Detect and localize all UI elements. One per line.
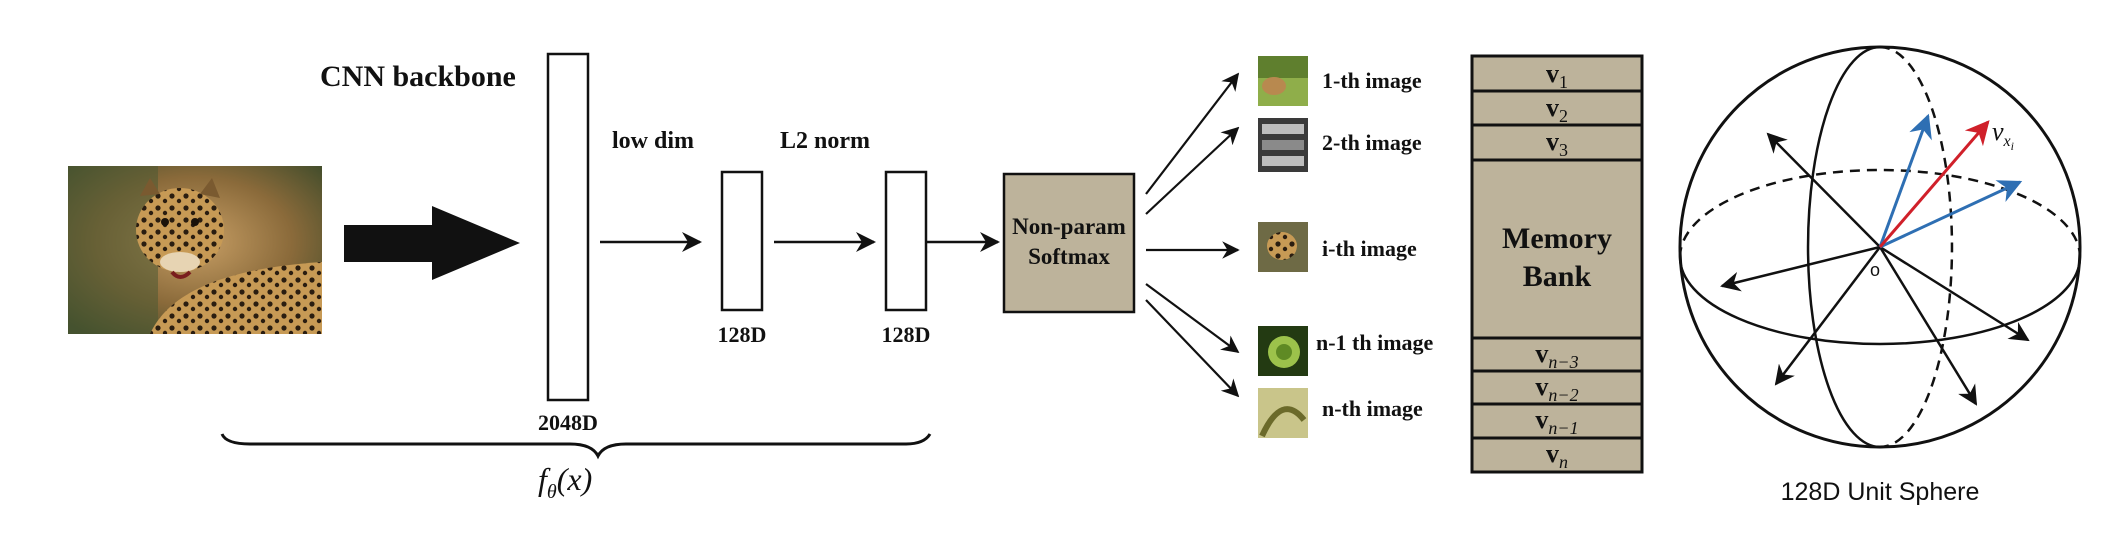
low-dim-label: low dim [612, 128, 694, 154]
memory-slot-n-3: vn−3 [1535, 339, 1578, 372]
thumbnail-i [1258, 222, 1308, 272]
sphere-vector-blue-up [1878, 113, 1932, 248]
unit-sphere: o vxi [1678, 45, 2082, 449]
memory-slot-n-1: vn−1 [1535, 405, 1578, 438]
arrow-to-image-n-1 [1145, 283, 1240, 354]
backbone-feature-box [546, 52, 590, 402]
function-brace [220, 433, 932, 460]
arrow-to-image-1 [1145, 72, 1240, 195]
thumbnail-n [1258, 388, 1308, 438]
sphere-meridian-front [1806, 45, 1881, 449]
cnn-backbone-title: CNN backbone [320, 60, 516, 93]
sphere-origin-label: o [1870, 260, 1880, 280]
l2-norm-dim-label: 128D [882, 322, 931, 347]
memory-slot-3: v3 [1546, 127, 1568, 160]
softmax-label-line1: Non-param [1012, 214, 1126, 239]
output-label-n-1: n-1 th image [1316, 330, 1434, 355]
output-thumbnails [1258, 56, 1308, 438]
output-label-1: 1-th image [1322, 68, 1422, 93]
l2-norm-box [884, 170, 928, 312]
function-label: fθ(x) [538, 461, 592, 503]
memory-slot-n-2: vn−2 [1535, 372, 1578, 405]
sphere-vector-down [1878, 246, 1978, 406]
sphere-vector-downleft [1774, 246, 1881, 386]
big-arrow [344, 206, 520, 280]
l2-norm-label: L2 norm [780, 128, 870, 154]
softmax-box [1002, 172, 1136, 314]
low-dim-box [720, 170, 764, 312]
softmax-output-arrows [1145, 72, 1240, 398]
sphere-meridian-back [1879, 45, 1954, 449]
sphere-equator-front [1678, 256, 2082, 346]
output-label-2: 2-th image [1322, 130, 1422, 155]
memory-slot-n: vn [1546, 439, 1568, 472]
sphere-vector-left [1720, 245, 1881, 292]
thumbnail-2 [1258, 118, 1308, 172]
memory-slot-1: v1 [1546, 59, 1568, 92]
thumbnail-1 [1258, 56, 1308, 106]
sphere-vector-label: vxi [1992, 117, 2014, 153]
function-label-sub: θ [547, 481, 557, 503]
arrow-to-image-2 [1145, 126, 1240, 215]
output-label-i: i-th image [1322, 236, 1417, 261]
memory-slot-2: v2 [1546, 93, 1568, 126]
backbone-dim-label: 2048D [538, 410, 598, 435]
low-dim-dim-label: 128D [718, 322, 767, 347]
sphere-vector-upleft [1766, 132, 1881, 248]
memory-bank: v1 v2 v3 Memory Bank vn−3 vn−2 vn−1 vn [1470, 54, 1644, 474]
thumbnail-n-1 [1258, 326, 1308, 376]
memory-bank-title-line1: Memory [1502, 222, 1612, 255]
arrow-to-image-n [1145, 299, 1240, 398]
sphere-vector-right [1879, 245, 2030, 342]
input-image [68, 166, 322, 334]
sphere-vector-blue-right [1879, 180, 2023, 249]
memory-bank-title-line2: Bank [1523, 260, 1592, 293]
sphere-vector-red [1878, 120, 1990, 248]
sphere-caption: 128D Unit Sphere [1781, 478, 1980, 506]
softmax-label-line2: Softmax [1028, 244, 1110, 269]
output-label-n: n-th image [1322, 396, 1423, 421]
